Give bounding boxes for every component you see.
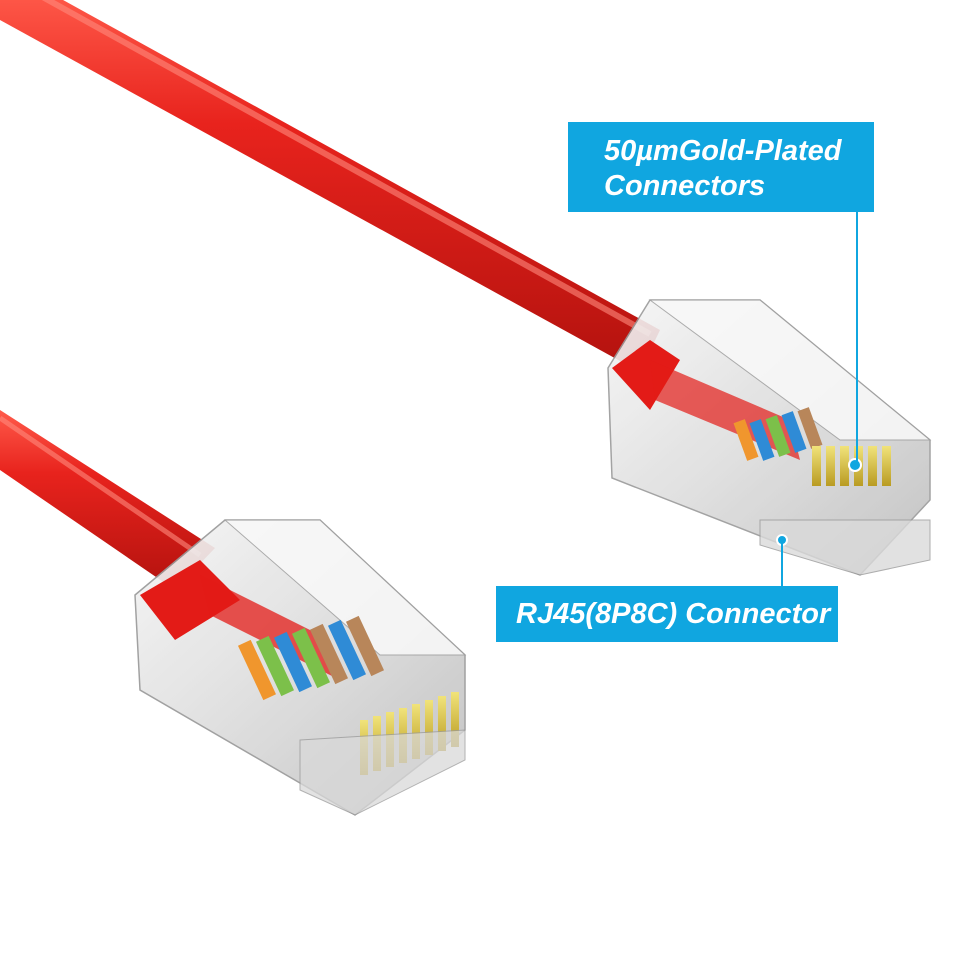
connector-label: RJ45(8P8C) Connector [496,586,838,642]
gold-plated-label-line2: Connectors [604,170,766,202]
wires-left [237,615,385,701]
gold-plated-label: 50µmGold-Plated Connectors [568,122,874,212]
rj45-connector-left [134,519,467,816]
cable-upper [0,0,660,372]
connector-label-text: RJ45(8P8C) Connector [516,598,831,630]
gold-plated-label-line1: 50µmGold-Plated [604,135,842,167]
wires-right [733,407,823,461]
rj45-connector-right [607,299,932,576]
cable-lower [0,410,215,590]
